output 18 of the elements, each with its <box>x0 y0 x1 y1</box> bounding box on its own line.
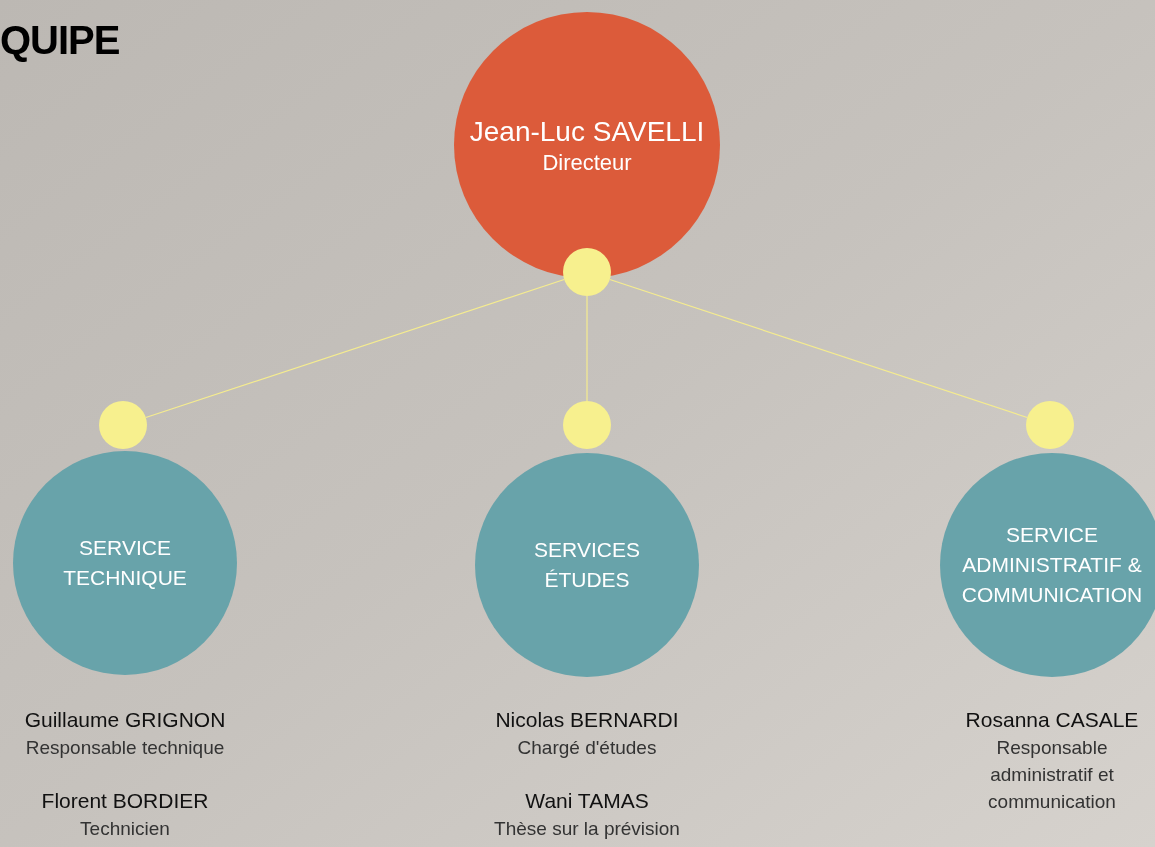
person-name: Jean-Luc SAVELLI <box>469 114 705 149</box>
department-name: SERVICE ADMINISTRATIF & COMMUNICATION <box>961 522 1143 608</box>
person-name: Rosanna CASALE <box>965 707 1139 733</box>
role-label: Directeur <box>542 148 632 177</box>
person-name: Guillaume GRIGNON <box>24 707 226 733</box>
department-name: SERVICES ÉTUDES <box>533 537 641 593</box>
role-label: Chargé d'études <box>517 736 657 760</box>
role-label: Technicien <box>80 817 170 841</box>
role-label: Responsable administratif et communication <box>987 736 1117 814</box>
person-name: Nicolas BERNARDI <box>495 707 679 733</box>
department-name: SERVICE TECHNIQUE <box>62 535 188 591</box>
person-name: Florent BORDIER <box>41 788 209 814</box>
connector-line <box>145 278 565 419</box>
role-label: Thèse sur la prévision <box>494 817 680 841</box>
person-name: Wani TAMAS <box>525 788 649 814</box>
role-label: Responsable technique <box>25 736 225 760</box>
connector-line <box>609 278 1028 419</box>
page-title: QUIPE <box>0 20 120 60</box>
